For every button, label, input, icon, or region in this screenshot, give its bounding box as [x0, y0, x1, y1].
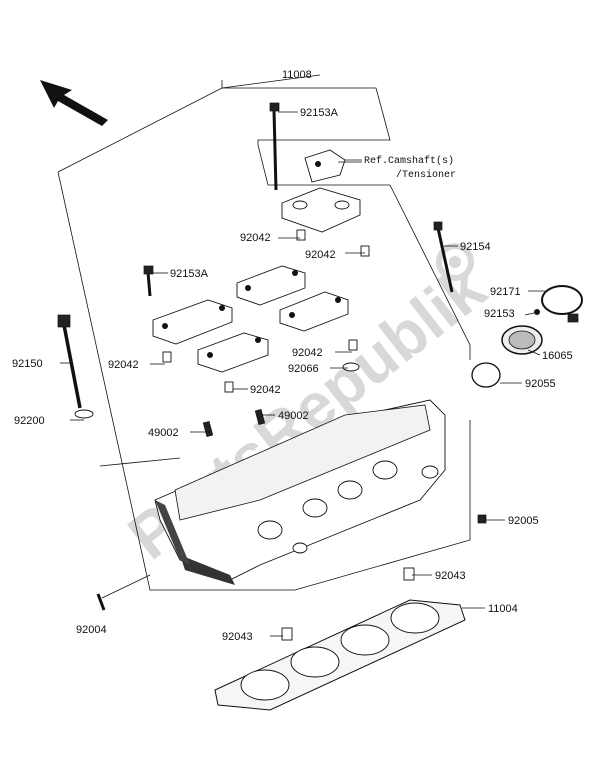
label-92042-b: 92042 — [305, 249, 336, 261]
cam-cap-4 — [197, 332, 269, 373]
seal-92066 — [342, 362, 360, 372]
fitting-92005 — [477, 514, 487, 524]
label-ref-tensioner: /Tensioner — [396, 169, 456, 181]
label-49002-b: 49002 — [278, 410, 309, 422]
leader-lines — [60, 111, 545, 637]
label-92005: 92005 — [508, 515, 539, 527]
holder-16065 — [501, 325, 543, 355]
label-92200: 92200 — [14, 415, 45, 427]
cam-cap-upper — [281, 187, 361, 233]
assembly-frame — [57, 74, 471, 591]
label-16065: 16065 — [542, 350, 573, 362]
bolts — [57, 102, 454, 611]
callout-labels: 11008 92153A Ref.Camshaft(s) /Tensioner … — [12, 69, 573, 643]
label-92042-d: 92042 — [292, 347, 323, 359]
cam-cap-2 — [236, 265, 306, 306]
label-92153: 92153 — [484, 308, 515, 320]
label-92042-c: 92042 — [108, 359, 139, 371]
dowel-pins — [162, 229, 415, 641]
label-92150: 92150 — [12, 358, 43, 370]
label-92055: 92055 — [525, 378, 556, 390]
label-92153A-top: 92153A — [300, 107, 339, 119]
cylinder-head — [154, 399, 446, 585]
screw-92153 — [534, 309, 540, 315]
label-92004: 92004 — [76, 624, 107, 636]
label-11004: 11004 — [488, 603, 518, 615]
label-11008: 11008 — [282, 69, 312, 81]
front-arrow-icon — [40, 80, 108, 126]
label-92066: 92066 — [288, 363, 319, 375]
cam-cap-1 — [152, 299, 233, 345]
label-92171: 92171 — [490, 286, 521, 298]
label-92042-a: 92042 — [240, 232, 271, 244]
label-92043-a: 92043 — [435, 570, 466, 582]
label-92153A-left: 92153A — [170, 268, 209, 280]
holder-clamp-92171 — [541, 285, 583, 323]
label-92042-e: 92042 — [250, 384, 281, 396]
cam-cap-3 — [279, 291, 349, 332]
label-92043-b: 92043 — [222, 631, 253, 643]
plugs — [202, 409, 266, 437]
label-ref-camshaft: Ref.Camshaft(s) — [364, 155, 454, 167]
label-49002-a: 49002 — [148, 427, 179, 439]
camshaft-ref-bracket — [304, 149, 362, 183]
o-ring-92055 — [471, 362, 501, 388]
head-gasket — [214, 599, 466, 711]
label-92154: 92154 — [460, 241, 491, 253]
